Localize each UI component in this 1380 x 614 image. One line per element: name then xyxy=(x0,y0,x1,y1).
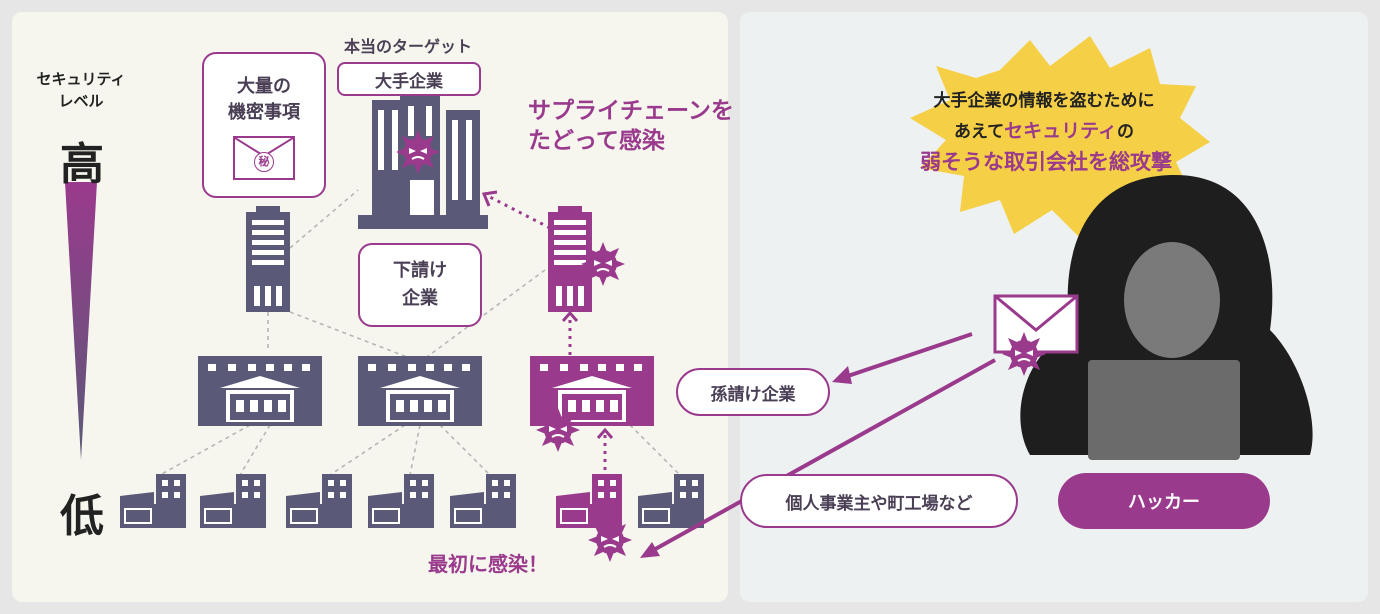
security-level-label: セキュリティ レベル xyxy=(28,68,134,112)
small-shop-building xyxy=(286,474,352,528)
infection-arrowheads xyxy=(481,190,614,439)
hacker-label: ハッカー xyxy=(1058,473,1270,529)
hacker-speech-text: 大手企業の情報を盗むために あえてセキュリティの 弱そうな取引会社を総攻撃 xyxy=(920,86,1172,179)
supply-chain-text-line1: サプライチェーンを xyxy=(528,98,734,124)
subcontractor-label-line2: 企業 xyxy=(402,288,438,309)
virus-icon xyxy=(1001,331,1047,377)
virus-icon xyxy=(395,129,441,175)
infected-factory-building xyxy=(530,356,654,426)
first-infection-text: 最初に感染！ xyxy=(428,552,548,576)
subcontractor-tower-building xyxy=(246,206,290,312)
supply-chain-text-line2: たどって感染 xyxy=(528,128,665,154)
infected-subcontractor-tower-building xyxy=(548,206,592,312)
small-shop-building xyxy=(638,474,704,528)
attack-arrowheads xyxy=(640,366,852,558)
virus-icon xyxy=(535,407,581,453)
speech-line2-suffix: の xyxy=(1117,122,1135,142)
secret-bubble-line1: 大量の xyxy=(237,76,291,97)
speech-line3: 弱そうな取引会社を総攻撃 xyxy=(920,150,1172,174)
hacker-label-text: ハッカー xyxy=(1128,492,1200,513)
supply-chain-infection-text: サプライチェーンを たどって感染 xyxy=(528,96,734,156)
individual-business-label: 個人事業主や町工場など xyxy=(740,474,1018,528)
factory-building xyxy=(358,356,482,426)
subcontractor-label-line1: 下請け xyxy=(393,260,447,281)
factory-building xyxy=(198,356,322,426)
connection-lines xyxy=(159,189,681,476)
large-enterprise-label: 大手企業 xyxy=(337,62,481,96)
infection-path xyxy=(487,194,607,478)
sub-subcontractor-label: 孫請け企業 xyxy=(676,368,830,416)
infected-small-shop-building xyxy=(556,474,622,528)
large-enterprise-label-text: 大手企業 xyxy=(375,71,443,92)
virus-icon xyxy=(587,517,633,563)
small-shop-building xyxy=(120,474,186,528)
hacker-figure xyxy=(1020,175,1313,460)
security-level-label-line2: レベル xyxy=(58,92,104,110)
subcontractor-label: 下請け 企業 xyxy=(358,243,482,327)
individual-business-text: 個人事業主や町工場など xyxy=(785,493,973,514)
confidential-envelope-icon: 秘 xyxy=(233,136,295,180)
sub-subcontractor-text: 孫請け企業 xyxy=(710,384,796,405)
virus-icon xyxy=(580,241,626,287)
real-target-caption: 本当のターゲット xyxy=(344,37,473,56)
small-shop-building xyxy=(450,474,516,528)
small-shop-building xyxy=(368,474,434,528)
small-shop-building xyxy=(200,474,266,528)
security-level-label-line1: セキュリティ xyxy=(36,70,126,88)
confidential-seal: 秘 xyxy=(254,152,274,172)
speech-line2-prefix: あえて xyxy=(953,122,1005,142)
attack-arrows xyxy=(649,332,996,554)
secret-bubble-line2: 機密事項 xyxy=(228,102,300,123)
high-label: 高 xyxy=(60,139,104,190)
secret-info-bubble: 大量の 機密事項 秘 xyxy=(202,52,326,198)
speech-line1: 大手企業の情報を盗むために xyxy=(933,91,1155,111)
security-level-gradient xyxy=(65,182,97,460)
low-label: 低 xyxy=(60,491,104,542)
speech-line2-highlight: セキュリティ xyxy=(1004,120,1118,142)
